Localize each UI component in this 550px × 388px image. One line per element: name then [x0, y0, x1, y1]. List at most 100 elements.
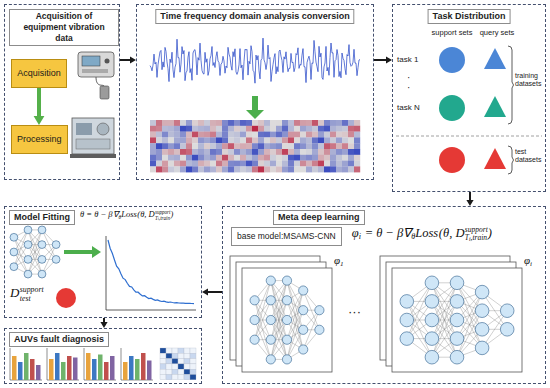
- spectrogram-cell: [300, 143, 306, 149]
- spectrogram-cell: [276, 137, 282, 143]
- spectrogram-cell: [192, 126, 198, 132]
- spectrogram-cell: [312, 126, 318, 132]
- label-holder: ·: [407, 72, 410, 84]
- spectrogram-cell: [324, 166, 330, 172]
- plot-axis: [106, 310, 196, 311]
- spectrogram-cell: [330, 126, 336, 132]
- formula: θ = θ − β∇θLoss(θ, DsupportTi,train): [80, 210, 173, 222]
- loss-curve: [108, 240, 194, 304]
- confusion-cell: [172, 353, 178, 358]
- formula-term: 1: [340, 260, 344, 268]
- spectrogram-cell: [222, 143, 228, 149]
- formula-term: Loss: [415, 226, 438, 240]
- spectrogram-cell: [210, 120, 216, 126]
- network-neuron: [52, 241, 60, 249]
- spectrogram-cell: [246, 161, 252, 167]
- network-neuron: [282, 276, 291, 285]
- network-neuron: [450, 350, 464, 364]
- query-set-triangle: [484, 96, 506, 117]
- result-bar: [24, 353, 29, 380]
- spectrogram-cell: [258, 132, 264, 138]
- spectrogram-cell: [156, 137, 162, 143]
- formula-term: ,train: [159, 215, 170, 221]
- spectrogram-cell: [282, 155, 288, 161]
- spectrogram-cell: [228, 143, 234, 149]
- spectrogram-cell: [258, 126, 264, 132]
- network-neuron: [299, 325, 308, 334]
- spectrogram-cell: [246, 137, 252, 143]
- spectrogram-cell: [228, 132, 234, 138]
- spectrogram-cell: [216, 166, 222, 172]
- confusion-cell: [160, 359, 166, 364]
- network-neuron: [299, 306, 308, 315]
- spectrogram-cell: [222, 166, 228, 172]
- chart-axis: [121, 348, 122, 380]
- formula-term: T: [465, 233, 469, 242]
- spectrogram-cell: [252, 155, 258, 161]
- spectrogram-cell: [318, 143, 324, 149]
- spectrogram-cell: [246, 155, 252, 161]
- spectrogram-cell: [204, 143, 210, 149]
- network-neuron: [450, 313, 464, 327]
- spectrogram-cell: [276, 161, 282, 167]
- flow-arrow: [202, 288, 222, 295]
- ellipsis-dot: ·: [407, 72, 410, 83]
- confusion-cell: [160, 369, 166, 374]
- spectrogram-cell: [174, 120, 180, 126]
- confusion-cell: [178, 353, 184, 358]
- spectrogram-cell: [180, 155, 186, 161]
- spectrogram-cell: [234, 149, 240, 155]
- result-bar: [141, 353, 146, 380]
- spectrogram-cell: [318, 161, 324, 167]
- spectrogram-cell: [288, 161, 294, 167]
- network-link: [255, 281, 271, 340]
- spectrogram-cell: [162, 166, 168, 172]
- spectrogram-cell: [150, 120, 156, 126]
- panel-title: Model Fitting: [9, 210, 75, 225]
- spectrogram-cell: [216, 155, 222, 161]
- spectrogram-cell: [288, 166, 294, 172]
- spectrogram-cell: [330, 155, 336, 161]
- spectrogram-cell: [180, 120, 186, 126]
- spectrogram-cell: [246, 143, 252, 149]
- spectrogram-cell: [300, 161, 306, 167]
- spectrogram-cell: [342, 132, 348, 138]
- network-neuron: [400, 313, 414, 327]
- confusion-cell: [190, 348, 196, 353]
- test-bench: [70, 118, 116, 158]
- spectrogram-cell: [234, 126, 240, 132]
- confusion-cell: [166, 353, 172, 358]
- network-neuron: [425, 276, 439, 290]
- network-link: [287, 281, 303, 311]
- spectrogram-cell: [222, 120, 228, 126]
- spectrogram-cell: [294, 137, 300, 143]
- network-link: [432, 283, 457, 339]
- spectrogram-cell: [174, 137, 180, 143]
- spectrogram-cell: [300, 166, 306, 172]
- spectrogram-cell: [282, 143, 288, 149]
- spectrogram-cell: [330, 143, 336, 149]
- network-neuron: [266, 296, 275, 305]
- confusion-cell: [178, 359, 184, 364]
- confusion-cell: [184, 369, 190, 374]
- spectrogram-cell: [198, 126, 204, 132]
- spectrogram-cell: [294, 132, 300, 138]
- spectrogram-cell: [192, 149, 198, 155]
- spectrogram-cell: [168, 126, 174, 132]
- spectrogram-cell: [174, 143, 180, 149]
- spectrogram-cell: [324, 120, 330, 126]
- spectrogram-cell: [162, 137, 168, 143]
- spectrogram-cell: [234, 132, 240, 138]
- spectrogram-cell: [216, 132, 222, 138]
- result-bar: [18, 362, 23, 380]
- spectrogram-cell: [294, 166, 300, 172]
- spectrogram-cell: [342, 120, 348, 126]
- network-neuron: [500, 323, 514, 337]
- spectrogram-cell: [354, 120, 360, 126]
- spectrogram-cell: [306, 143, 312, 149]
- spectrogram-cell: [210, 149, 216, 155]
- formula-term: support: [20, 285, 44, 294]
- spectrogram-cell: [300, 149, 306, 155]
- spectrogram-cell: [216, 149, 222, 155]
- spectrogram-cell: [174, 161, 180, 167]
